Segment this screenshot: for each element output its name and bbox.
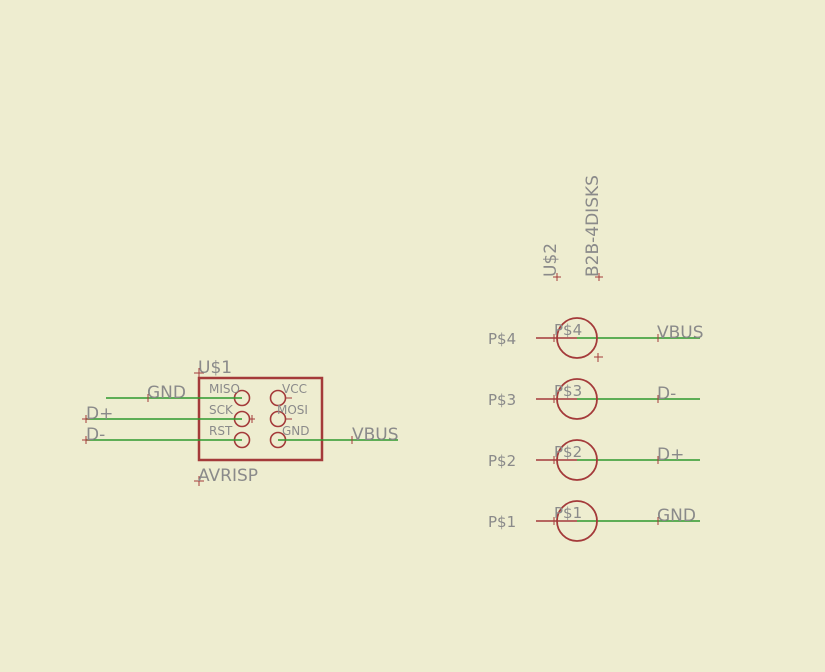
u2-value-label: B2B-4DISKS — [583, 175, 603, 277]
part-u1-avrisp[interactable]: U$1 AVRISP MISO SCK RST VCC MOSI GND — [194, 358, 324, 486]
net-label-vbus: VBUS — [352, 425, 399, 445]
u2-pin-side-label: P$4 — [488, 330, 516, 348]
u2-pad-label: P$1 — [554, 504, 582, 522]
u2-disk-pad[interactable] — [556, 439, 598, 481]
u1-pin-gnd-label: GND — [282, 424, 310, 438]
u2-disk-pad[interactable] — [556, 378, 598, 420]
u2-name-label: U$2 — [541, 243, 561, 277]
u1-pin-mosi-label: MOSI — [277, 403, 308, 417]
u2-pin-side-label: P$1 — [488, 513, 516, 531]
u2-disk-pad[interactable] — [556, 500, 598, 542]
net-label-gnd: GND — [147, 383, 186, 403]
u1-value-label: AVRISP — [198, 466, 258, 486]
u2-net-label: D- — [657, 384, 676, 404]
u2-disk-pad[interactable] — [556, 317, 598, 359]
u2-net-label: D+ — [657, 445, 684, 465]
u2-pad-label: P$4 — [554, 321, 582, 339]
u2-pad-label: P$3 — [554, 382, 582, 400]
net-label-dplus: D+ — [86, 404, 113, 424]
net-label-dminus: D- — [86, 425, 105, 445]
u2-pin-side-label: P$2 — [488, 452, 516, 470]
u2-net-label: GND — [657, 506, 696, 526]
u2-net-label: VBUS — [657, 323, 704, 343]
u1-pin-sck-label: SCK — [209, 403, 234, 417]
u2-pin-side-label: P$3 — [488, 391, 516, 409]
u1-nets: GND D+ D- VBUS — [82, 383, 399, 445]
u1-pin-miso-label: MISO — [209, 382, 240, 396]
u1-pin-rst-label: RST — [209, 424, 233, 438]
u1-name-label: U$1 — [198, 358, 232, 378]
u1-pin-vcc-label: VCC — [282, 382, 307, 396]
u2-pad-label: P$2 — [554, 443, 582, 461]
